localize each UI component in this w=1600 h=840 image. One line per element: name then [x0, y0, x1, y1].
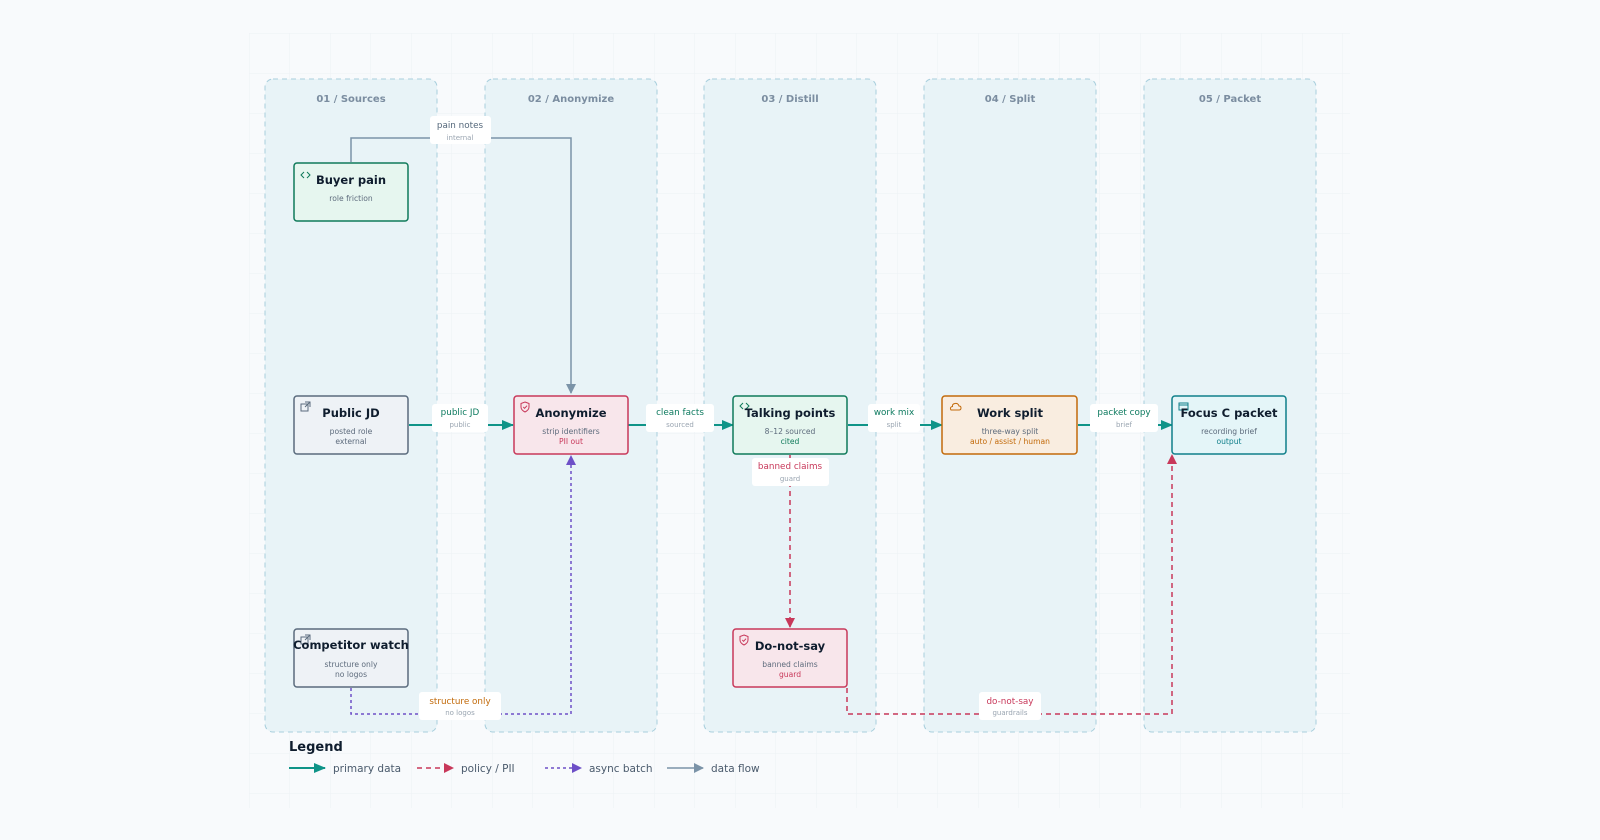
node-box: [1171, 395, 1287, 455]
edge-label-sub: internal: [447, 134, 474, 142]
node-sub-2: external: [335, 437, 366, 446]
edge-labels: pain notes internal public JD public cle…: [419, 116, 1158, 720]
label-bg: [868, 404, 920, 432]
node-title: Focus C packet: [1180, 406, 1278, 420]
cloud-icon: [949, 402, 962, 411]
legend-label: policy / PII: [461, 763, 515, 775]
edge-label-clean-facts: clean facts sourced: [646, 404, 714, 432]
external-link-icon: [300, 634, 311, 645]
edge-label-do-not-say: do-not-say guardrails: [979, 692, 1041, 720]
node-sub-2: output: [1216, 437, 1241, 446]
node-anonymize[interactable]: Anonymize strip identifiers PII out: [513, 395, 629, 455]
node-title: Talking points: [745, 406, 836, 420]
external-link-icon: [300, 401, 311, 412]
node-title: Work split: [977, 406, 1043, 420]
node-sub: structure only: [325, 660, 378, 669]
label-bg: [752, 458, 829, 486]
node-title: Public JD: [322, 406, 379, 420]
node-sub: strip identifiers: [542, 427, 599, 436]
node-sub-2: PII out: [559, 437, 583, 446]
node-sub-2: cited: [781, 437, 800, 446]
node-box: [293, 628, 409, 688]
edge-label-structure-only: structure only no logos: [419, 692, 501, 720]
edge-label-sub: guardrails: [992, 709, 1027, 717]
edge-label-text: clean facts: [656, 408, 704, 418]
node-focus-c-packet[interactable]: Focus C packet recording brief output: [1171, 395, 1287, 455]
legend-label: primary data: [333, 763, 401, 775]
window-icon: [1178, 402, 1189, 411]
legend-item-policy-pii: policy / PII: [417, 763, 515, 775]
lane-title: 04 / Split: [985, 94, 1036, 105]
edge-label-banned-claims: banned claims guard: [752, 458, 829, 486]
node-competitor-watch[interactable]: Competitor watch structure only no logos: [293, 628, 409, 688]
node-sub: role friction: [329, 194, 373, 203]
node-box: [941, 395, 1078, 455]
edge-label-sub: guard: [780, 475, 800, 483]
nodes: Buyer pain role friction Public JD poste…: [293, 162, 1287, 688]
node-sub: 8–12 sourced: [765, 427, 816, 436]
edge-label-sub: sourced: [666, 421, 694, 429]
legend-label: async batch: [589, 763, 653, 775]
node-sub-2: auto / assist / human: [970, 437, 1050, 446]
node-title: Anonymize: [535, 406, 606, 420]
node-sub: recording brief: [1201, 427, 1257, 436]
lane-title: 01 / Sources: [316, 94, 385, 105]
node-work-split[interactable]: Work split three-way split auto / assist…: [941, 395, 1078, 455]
legend: Legend primary data policy / PII async b…: [289, 740, 760, 775]
code-icon: [300, 171, 311, 179]
lane-title: 02 / Anonymize: [528, 94, 615, 105]
node-sub: posted role: [330, 427, 373, 436]
lane-title: 03 / Distill: [761, 94, 818, 105]
label-bg: [419, 692, 501, 720]
legend-item-async-batch: async batch: [545, 763, 653, 775]
node-box: [513, 395, 629, 455]
edge-label-text: pain notes: [437, 121, 484, 131]
edge-label-packet-copy: packet copy brief: [1090, 404, 1158, 432]
node-title: Buyer pain: [316, 173, 386, 187]
node-sub-2: guard: [779, 670, 801, 679]
edge-label-text: work mix: [874, 408, 914, 418]
label-bg: [1090, 404, 1158, 432]
legend-item-data-flow: data flow: [667, 763, 760, 775]
legend-label: data flow: [711, 763, 760, 775]
label-bg: [646, 404, 714, 432]
node-sub: banned claims: [762, 660, 817, 669]
node-title: Competitor watch: [293, 638, 409, 652]
node-public-jd[interactable]: Public JD posted role external: [293, 395, 409, 455]
edge-label-work-mix: work mix split: [868, 404, 920, 432]
edge-label-sub: brief: [1116, 421, 1133, 429]
node-box: [293, 395, 409, 455]
edge-label-text: structure only: [429, 697, 490, 707]
node-box: [293, 162, 409, 222]
edge-label-sub: public: [449, 421, 470, 429]
edge-structure-only[interactable]: [350, 455, 576, 715]
edge-label-public-jd: public JD public: [432, 404, 488, 432]
edge-label-sub: no logos: [445, 709, 475, 717]
node-do-not-say[interactable]: Do-not-say banned claims guard: [732, 628, 848, 688]
node-sub: three-way split: [982, 427, 1039, 436]
code-icon: [739, 402, 750, 410]
node-title: Do-not-say: [755, 639, 826, 653]
edge-label-pain-notes: pain notes internal: [430, 116, 491, 144]
legend-item-primary-data: primary data: [289, 763, 401, 775]
edge-label-text: do-not-say: [986, 697, 1033, 707]
node-sub-2: no logos: [335, 670, 367, 679]
edge-label-text: banned claims: [758, 462, 823, 472]
legend-title: Legend: [289, 740, 343, 755]
label-bg: [430, 116, 491, 144]
edge-label-sub: split: [887, 421, 902, 429]
label-bg: [979, 692, 1041, 720]
node-box: [732, 628, 848, 688]
shield-icon: [520, 401, 530, 413]
shield-icon: [739, 634, 749, 646]
node-talking-points[interactable]: Talking points 8–12 sourced cited: [732, 395, 848, 455]
edge-do-not-say[interactable]: [846, 454, 1177, 715]
edge-label-text: public JD: [441, 408, 480, 418]
node-box: [732, 395, 848, 455]
label-bg: [432, 404, 488, 432]
node-buyer-pain[interactable]: Buyer pain role friction: [293, 162, 409, 222]
edge-label-text: packet copy: [1097, 408, 1150, 418]
lane-title: 05 / Packet: [1199, 94, 1261, 105]
